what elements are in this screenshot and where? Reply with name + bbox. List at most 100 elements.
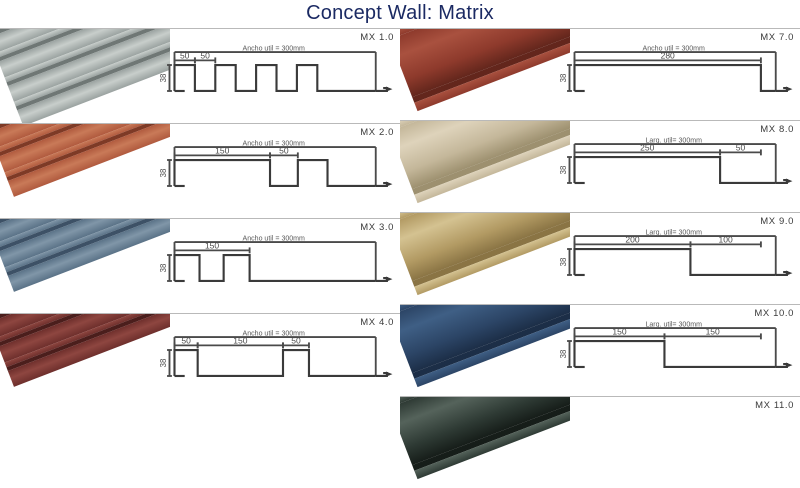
row-divider <box>0 28 400 29</box>
overall-width-label: Ancho util = 300mm <box>243 140 305 147</box>
profile-hook <box>375 371 388 378</box>
profile-code-label: MX 10.0 <box>754 308 794 319</box>
panel-photo <box>400 213 570 304</box>
profile-hook <box>775 178 788 185</box>
panel-photo <box>0 219 170 313</box>
panel-photo <box>0 314 170 408</box>
dimension-label: 150 <box>706 327 720 337</box>
profile-hook <box>375 276 388 283</box>
panel-image-mx20 <box>0 124 170 218</box>
panel-face <box>400 397 570 466</box>
overall-width-label: Ancho util = 300mm <box>243 235 305 242</box>
overall-width-label: Larg. util= 300mm <box>645 229 702 236</box>
profile-code-label: MX 9.0 <box>760 216 794 227</box>
height-label: 38 <box>559 166 568 175</box>
panel-image-mx70 <box>400 29 570 120</box>
page-title: Concept Wall: Matrix <box>306 2 494 24</box>
profile-code-label: MX 2.0 <box>360 127 394 138</box>
overall-width-label: Ancho util = 300mm <box>243 45 305 52</box>
dimension-label: 50 <box>200 51 210 61</box>
profile-outline <box>173 348 376 378</box>
profile-outline <box>573 155 776 185</box>
row-divider <box>400 396 800 397</box>
panel-photo <box>400 29 570 120</box>
dimension-label: 50 <box>279 146 289 156</box>
profile-outline <box>173 253 376 283</box>
panel-face <box>400 305 570 374</box>
profile-code-label: MX 11.0 <box>755 400 794 411</box>
arrow-icon <box>785 270 793 276</box>
arrow-icon <box>385 371 393 377</box>
profile-hook <box>375 181 388 188</box>
dimension-label: 150 <box>233 336 247 346</box>
arrow-icon <box>785 362 793 368</box>
height-label: 38 <box>159 169 168 178</box>
profile-hook <box>775 362 788 369</box>
dimension-label: 50 <box>736 143 746 153</box>
overall-width-label: Larg. util= 300mm <box>645 321 702 328</box>
profile-hook <box>775 86 788 93</box>
dimension-label: 50 <box>180 51 190 61</box>
dimension-label: 50 <box>181 336 191 346</box>
dimension-label: 100 <box>719 235 733 245</box>
height-label: 38 <box>159 74 168 83</box>
panel-image-mx90 <box>400 213 570 304</box>
height-label: 38 <box>559 350 568 359</box>
overall-width-label: Ancho util = 300mm <box>643 45 705 52</box>
profile-code-label: MX 3.0 <box>360 222 394 233</box>
profile-outline <box>573 247 776 277</box>
panel-image-mx40 <box>0 314 170 408</box>
row-divider <box>400 304 800 305</box>
panel-face <box>400 213 570 282</box>
profile-drawing: Ancho util = 300mm 150 50 38 <box>159 140 398 201</box>
height-label: 38 <box>159 359 168 368</box>
panel-image-mx80 <box>400 121 570 212</box>
profile-code-label: MX 1.0 <box>360 32 394 43</box>
row-divider <box>0 218 400 219</box>
height-label: 38 <box>559 258 568 267</box>
panel-image-mx110 <box>400 397 570 488</box>
profile-hook <box>775 270 788 277</box>
panel-image-mx10 <box>0 29 170 123</box>
profile-code-label: MX 8.0 <box>760 124 794 135</box>
dimension-label: 150 <box>215 146 229 156</box>
profile-hook <box>375 86 388 93</box>
row-divider <box>400 120 800 121</box>
profile-row[interactable]: MX 11.0 <box>400 396 800 488</box>
panel-image-mx100 <box>400 305 570 396</box>
arrow-icon <box>385 86 393 92</box>
dimension-label: 250 <box>640 143 654 153</box>
panel-photo <box>0 124 170 218</box>
profile-drawing: Ancho util = 300mm 50 50 38 <box>159 45 398 106</box>
dimension-label: 280 <box>661 51 675 61</box>
row-divider <box>400 212 800 213</box>
panel-face <box>400 121 570 190</box>
panel-face <box>400 29 570 98</box>
row-divider <box>0 123 400 124</box>
panel-photo <box>400 121 570 212</box>
profile-code-label: MX 4.0 <box>360 317 394 328</box>
profile-outline <box>173 63 376 93</box>
row-divider <box>0 313 400 314</box>
arrow-icon <box>385 276 393 282</box>
panel-photo <box>0 29 170 123</box>
panel-photo <box>400 305 570 396</box>
dimension-label: 50 <box>291 336 301 346</box>
dimension-label: 150 <box>205 241 219 251</box>
